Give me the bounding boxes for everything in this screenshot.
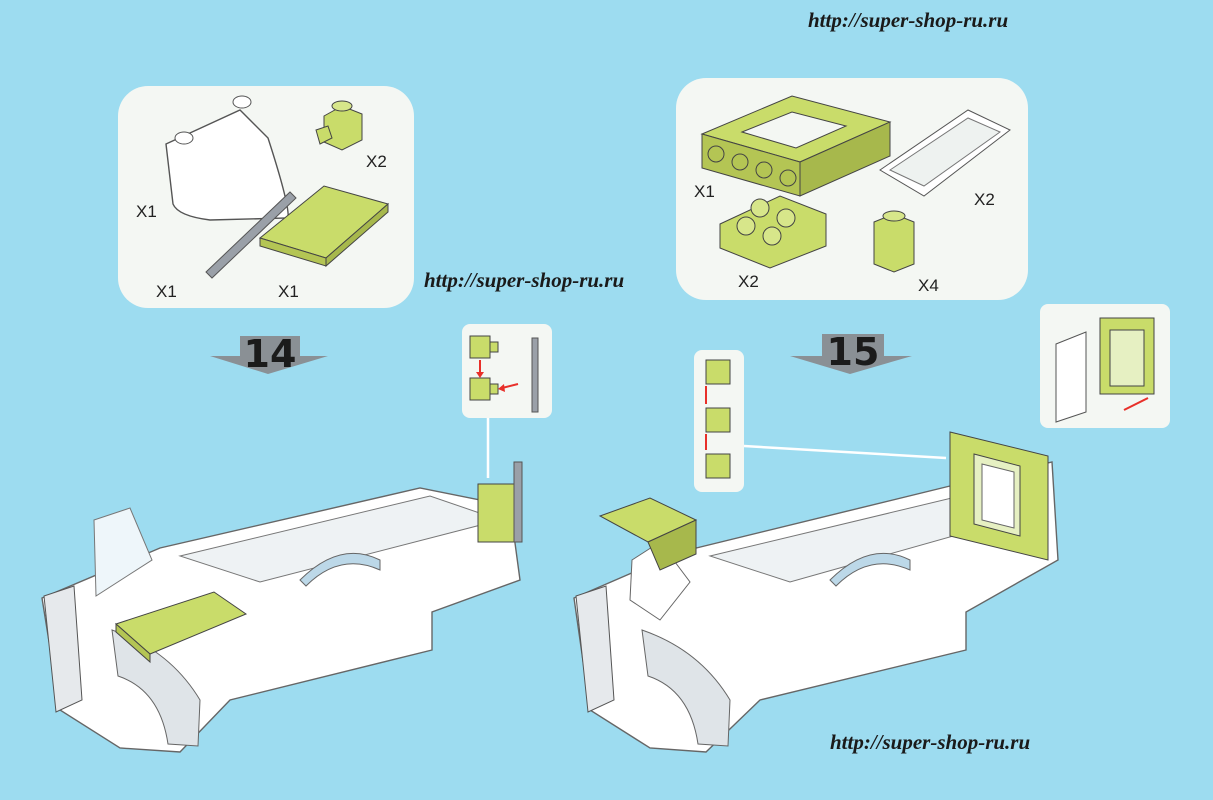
door-glass-part-icon	[879, 109, 1011, 197]
step14-number: 14	[243, 332, 297, 376]
bar-part-icon	[205, 191, 297, 279]
watermark-middle[interactable]: http://super-shop-ru.ru	[424, 268, 625, 292]
window-frame-part-icon	[700, 95, 892, 197]
tile-part-icon	[258, 185, 390, 268]
windshield-part-icon	[165, 95, 289, 221]
clip-brick-qty: X2	[366, 152, 387, 171]
brick-qty: X4	[918, 276, 939, 295]
brick-part-icon	[873, 210, 915, 273]
slope-part-icon	[719, 195, 827, 269]
slope-qty: X2	[738, 272, 759, 291]
bar-qty: X1	[156, 282, 177, 301]
step15-pointer-line	[743, 444, 947, 460]
window-frame-qty: X1	[694, 182, 715, 201]
step14-arrow-icon	[210, 336, 328, 374]
step15-brick-callout	[694, 350, 744, 492]
step14-parts-art	[165, 95, 390, 279]
tile-qty: X1	[278, 282, 299, 301]
step15-brick-art	[705, 359, 731, 479]
step14-parts-panel: X1 X2 X1 X1	[118, 86, 414, 308]
watermark-top[interactable]: http://super-shop-ru.ru	[808, 8, 1009, 32]
step15-door-callout	[1040, 304, 1170, 428]
step15-number: 15	[826, 330, 880, 374]
watermark-bottom[interactable]: http://super-shop-ru.ru	[830, 730, 1031, 754]
step15-arrow-icon	[790, 334, 912, 374]
step14-detail-callout	[462, 324, 552, 418]
step15-car-model	[573, 431, 1059, 753]
windshield-qty: X1	[136, 202, 157, 221]
step15-door-art	[1055, 317, 1155, 423]
step14-detail-art	[469, 335, 539, 413]
step15-parts-art	[700, 95, 1011, 273]
door-glass-qty: X2	[974, 190, 995, 209]
step15-parts-panel: X1 X2 X2 X4	[676, 78, 1028, 300]
step14-car-model	[41, 461, 523, 753]
clip-brick-part-icon	[315, 100, 363, 151]
